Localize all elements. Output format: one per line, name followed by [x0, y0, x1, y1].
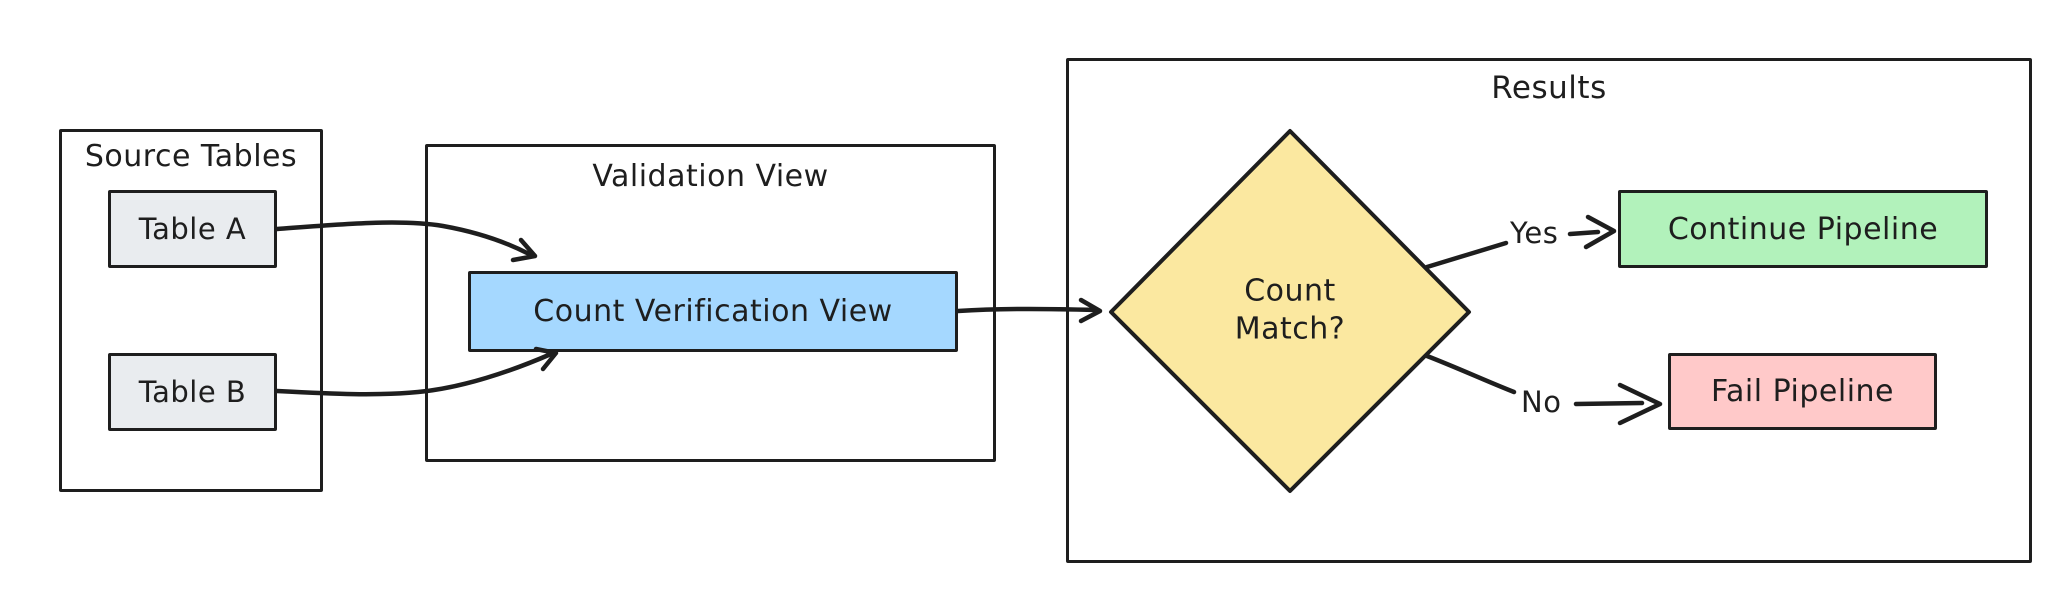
- continue-pipeline-label: Continue Pipeline: [1667, 211, 1939, 247]
- source-tables-group: Source Tables: [59, 129, 323, 492]
- edge-label-yes: Yes: [1510, 216, 1559, 250]
- table-b-label: Table B: [138, 375, 247, 409]
- validation-view-title: Validation View: [592, 159, 829, 194]
- decision-diamond-shape: [1109, 129, 1471, 493]
- edge-label-no: No: [1521, 385, 1562, 419]
- count-match-decision-node: Count Match?: [1108, 128, 1472, 494]
- table-b-node: Table B: [108, 353, 277, 431]
- source-tables-title: Source Tables: [84, 139, 298, 174]
- table-a-node: Table A: [108, 190, 277, 268]
- table-a-label: Table A: [138, 212, 247, 246]
- count-verification-view-node: Count Verification View: [468, 271, 958, 352]
- fail-pipeline-label: Fail Pipeline: [1711, 374, 1894, 409]
- results-title: Results: [1491, 70, 1607, 106]
- decision-diamond-polygon: [1109, 129, 1471, 493]
- fail-pipeline-node: Fail Pipeline: [1668, 353, 1937, 430]
- continue-pipeline-node: Continue Pipeline: [1618, 190, 1988, 268]
- validation-view-group: Validation View: [425, 144, 996, 462]
- count-verification-view-label: Count Verification View: [533, 294, 893, 329]
- count-match-label: Count Match?: [1234, 273, 1346, 347]
